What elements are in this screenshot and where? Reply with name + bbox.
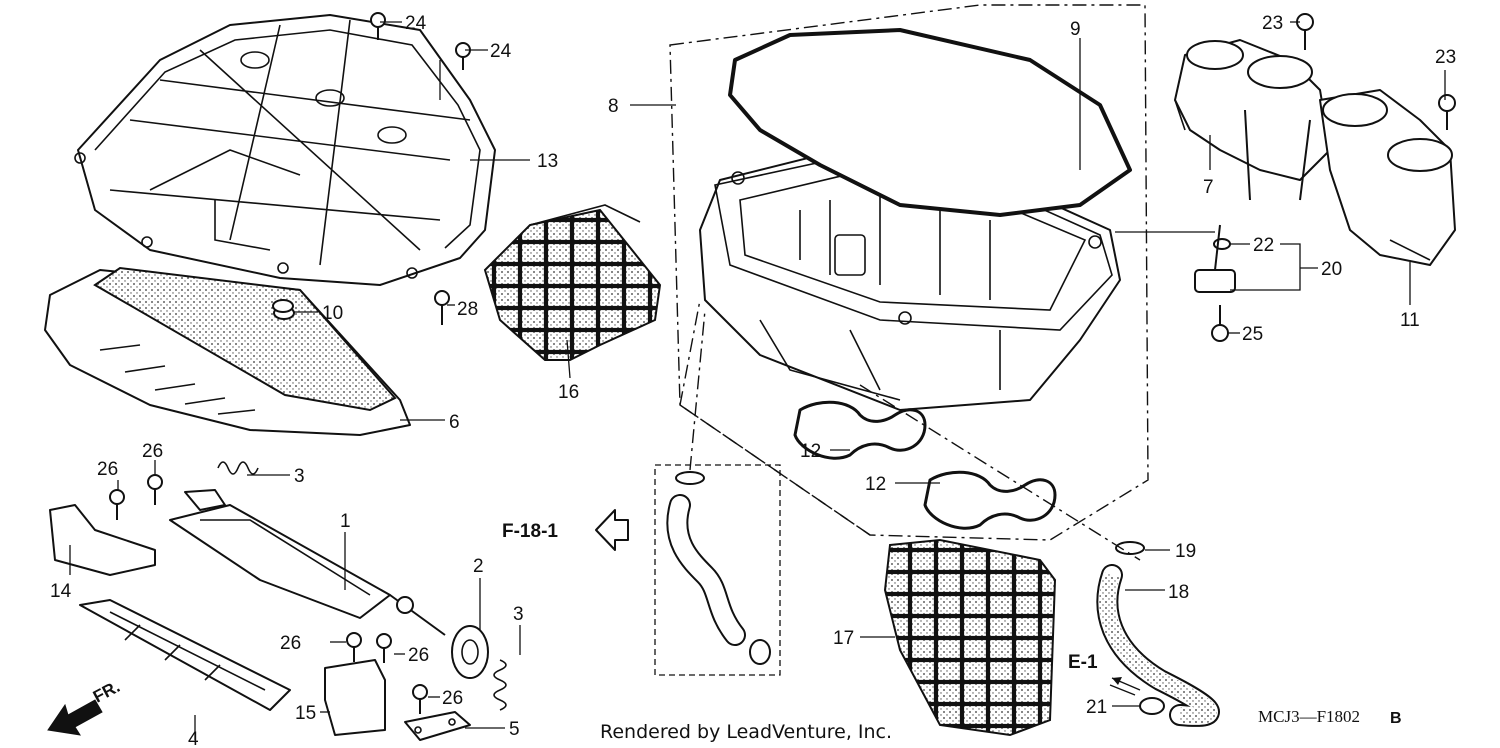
callout-10: 10 — [322, 303, 343, 324]
pulley-2 — [451, 625, 489, 679]
air-cleaner-plate — [44, 266, 411, 436]
callout-22: 22 — [1253, 235, 1274, 256]
breather-hose-group — [654, 464, 781, 676]
intake-duct-upper — [483, 204, 662, 361]
callout-3: 3 — [513, 604, 524, 625]
callout-26: 26 — [97, 459, 118, 480]
callout-26: 26 — [142, 441, 163, 462]
callout-25: 25 — [1242, 324, 1263, 345]
credit-text: Rendered by LeadVenture, Inc. — [600, 721, 892, 743]
callout-1: 1 — [340, 511, 351, 532]
callout-labels: 24 24 13 10 28 6 16 8 9 23 23 7 22 20 11… — [50, 13, 1456, 748]
duct-seals — [793, 400, 1057, 530]
air-cleaner-cover — [74, 14, 496, 286]
leader-lines — [69, 21, 1446, 740]
case-gasket — [728, 28, 1132, 217]
intake-duct-lower — [883, 538, 1057, 737]
small-fasteners — [109, 12, 1456, 715]
callout-9: 9 — [1070, 19, 1081, 40]
valve-assembly-1 — [169, 489, 446, 636]
reference-e1-arrow-icon — [1112, 677, 1122, 685]
reference-f18: F-18-1 — [502, 509, 629, 551]
callout-7: 7 — [1203, 177, 1214, 198]
drain-tube-18 — [1096, 564, 1220, 727]
callout-23: 23 — [1262, 13, 1283, 34]
callout-15: 15 — [295, 703, 316, 724]
callout-13: 13 — [537, 151, 558, 172]
callout-26: 26 — [408, 645, 429, 666]
callout-24: 24 — [490, 41, 512, 62]
callout-28: 28 — [457, 299, 478, 320]
callout-18: 18 — [1168, 582, 1189, 603]
front-arrow-icon — [47, 699, 103, 736]
callout-23: 23 — [1435, 47, 1456, 68]
callout-21: 21 — [1086, 697, 1107, 718]
reference-e1-label: E-1 — [1068, 652, 1098, 673]
bracket-14 — [49, 504, 156, 576]
callout-11: 11 — [1400, 310, 1420, 331]
diagram-code: MCJ3—F1802 — [1258, 707, 1360, 726]
callout-8: 8 — [608, 96, 619, 117]
callout-17: 17 — [833, 628, 854, 649]
callout-2: 2 — [473, 556, 484, 577]
callout-5: 5 — [509, 719, 520, 740]
reference-arrow-icon — [595, 509, 629, 551]
plate-5 — [404, 711, 471, 741]
callout-19: 19 — [1175, 541, 1196, 562]
callout-20: 20 — [1321, 259, 1342, 280]
callout-26: 26 — [280, 633, 301, 654]
front-direction: FR. — [47, 677, 123, 736]
bracket-15 — [324, 659, 386, 736]
callout-12: 12 — [800, 441, 821, 462]
callout-26: 26 — [442, 688, 463, 709]
plate-4 — [79, 599, 291, 711]
callout-4: 4 — [188, 729, 199, 748]
callout-6: 6 — [449, 412, 460, 433]
diagram-suffix: B — [1390, 710, 1402, 727]
callout-3: 3 — [294, 466, 305, 487]
reference-e1: E-1 — [1068, 652, 1141, 691]
callout-12: 12 — [865, 474, 886, 495]
intake-funnels — [1174, 39, 1456, 266]
callout-16: 16 — [558, 382, 579, 403]
reference-f18-label: F-18-1 — [502, 521, 558, 542]
callout-24: 24 — [405, 13, 427, 34]
callout-14: 14 — [50, 581, 72, 602]
